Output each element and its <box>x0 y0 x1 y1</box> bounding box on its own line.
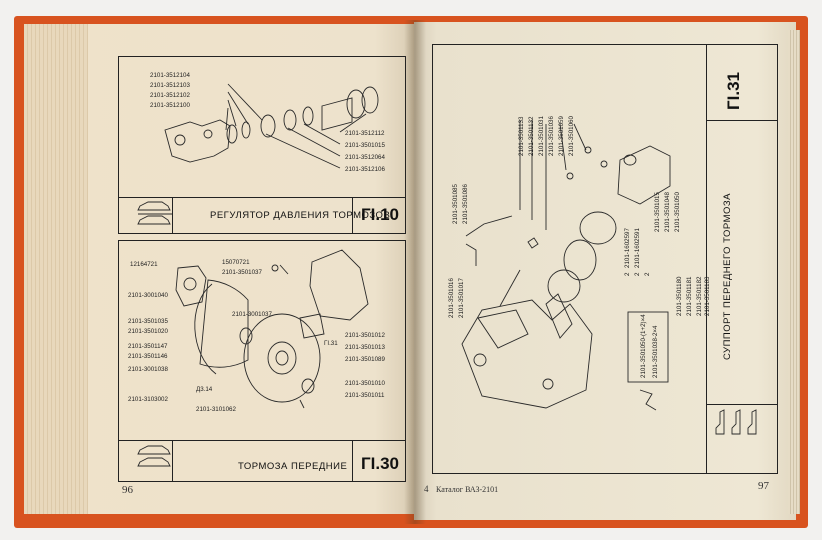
part-code: 2101-3501016 <box>448 278 455 318</box>
part-code: 12164721 <box>130 261 158 268</box>
part-code: 2101-3501037 <box>222 269 262 276</box>
part-code: 2101-3501036 <box>548 116 555 156</box>
part-code: 2101-3103002 <box>128 396 168 403</box>
right-frame <box>432 44 778 474</box>
tool-symbol <box>639 389 657 411</box>
left-page-edges <box>24 24 88 514</box>
part-code: 2101-3001037 <box>232 311 272 318</box>
pressure-regulator-drawing <box>164 83 379 169</box>
quantity-label: 2 <box>624 272 631 276</box>
part-code: 2101-3001038 <box>128 366 168 373</box>
left-bottom-title-divider <box>118 440 406 441</box>
left-bottom-group-divider <box>352 440 353 481</box>
quantity-label: 2 <box>644 272 651 276</box>
part-code: 2101-3501147 <box>128 343 168 350</box>
part-code: 2101-3501089 <box>345 356 385 363</box>
page-number: 96 <box>122 484 133 496</box>
formula-text: 2101-3501050-(1+2)×4 <box>640 314 647 378</box>
part-code: 2101-3501180 <box>676 276 683 316</box>
part-code: 2101-3501133 <box>518 116 525 156</box>
left-top-group-divider <box>352 197 353 233</box>
part-code: 2101-3501011 <box>345 392 385 399</box>
ref-label: Д3.14 <box>196 386 213 393</box>
formula-box <box>627 311 669 383</box>
part-code: 2101-3501015 <box>345 142 385 149</box>
part-code: 2101-3501020 <box>128 328 168 335</box>
part-code: 2101-1602591 <box>634 228 641 268</box>
group-label: ГI.10 <box>361 205 399 224</box>
part-code: 2101-3501182 <box>696 276 703 316</box>
ref-label: ГI.31 <box>324 340 338 347</box>
part-code: 2101-3512103 <box>150 82 190 89</box>
part-code: 2101-3501010 <box>345 380 385 387</box>
book-gutter-shadow <box>404 20 426 524</box>
right-title-divider <box>706 44 707 473</box>
part-code: 2101-3501183 <box>704 276 711 316</box>
part-code: 2101-3501059 <box>558 116 565 156</box>
part-code: 2101-1602597 <box>624 228 631 268</box>
part-code: 2101-3501085 <box>452 184 459 224</box>
page-number: 97 <box>758 480 769 492</box>
part-code: 2101-3001040 <box>128 292 168 299</box>
part-code: 2101-3501031 <box>538 116 545 156</box>
right-car-divider <box>706 404 777 405</box>
left-top-car-divider <box>172 197 173 233</box>
part-code: 2101-3501048 <box>664 192 671 232</box>
part-code: 2101-3512104 <box>150 72 190 79</box>
part-code: 2101-3512112 <box>345 130 385 137</box>
part-code: 2101-3501017 <box>458 278 465 318</box>
part-code: 2101-3501050 <box>674 192 681 232</box>
footer-text: Каталог ВАЗ-2101 <box>436 485 499 494</box>
brake-caliper-drawing <box>461 120 671 409</box>
part-code: 15070721 <box>222 259 250 266</box>
left-bottom-frame <box>118 240 406 482</box>
part-code: 2101-3101062 <box>196 406 236 413</box>
part-code: 2101-3501181 <box>686 276 693 316</box>
left-bottom-car-divider <box>172 440 173 481</box>
part-code: 2101-3501035 <box>128 318 168 325</box>
right-group-divider <box>706 120 777 121</box>
part-code: 2101-3501132 <box>528 116 535 156</box>
formula-text: 2101-3501038-2×4 <box>652 325 659 378</box>
front-brake-drawing <box>175 249 369 409</box>
section-title: СУППОРТ ПЕРЕДНЕГО ТОРМОЗА <box>722 193 733 360</box>
left-top-title-divider <box>118 197 406 198</box>
part-code: 2101-3501060 <box>568 116 575 156</box>
footer-number: 4 <box>424 484 429 494</box>
right-page <box>414 22 796 520</box>
part-code: 2101-3501013 <box>345 344 385 351</box>
left-page <box>24 24 414 514</box>
part-code: 2101-3501146 <box>128 353 168 360</box>
right-page-edges <box>788 30 800 514</box>
section-title: РЕГУЛЯТОР ДАВЛЕНИЯ ТОРМОЗОВ <box>210 210 391 221</box>
section-title: ТОРМОЗА ПЕРЕДНИЕ <box>238 461 348 472</box>
part-code: 2101-3512100 <box>150 102 190 109</box>
group-label: ГI.31 <box>724 72 743 110</box>
part-code: 2101-3501015 <box>654 192 661 232</box>
quantity-label: 2 <box>634 272 641 276</box>
part-code: 2101-3501086 <box>462 184 469 224</box>
part-code: 2101-3501012 <box>345 332 385 339</box>
car-silhouettes-icons <box>137 201 757 467</box>
left-top-frame <box>118 56 406 234</box>
part-code: 2101-3512102 <box>150 92 190 99</box>
part-code: 2101-3512064 <box>345 154 385 161</box>
group-label: ГI.30 <box>361 454 399 473</box>
part-code: 2101-3512106 <box>345 166 385 173</box>
